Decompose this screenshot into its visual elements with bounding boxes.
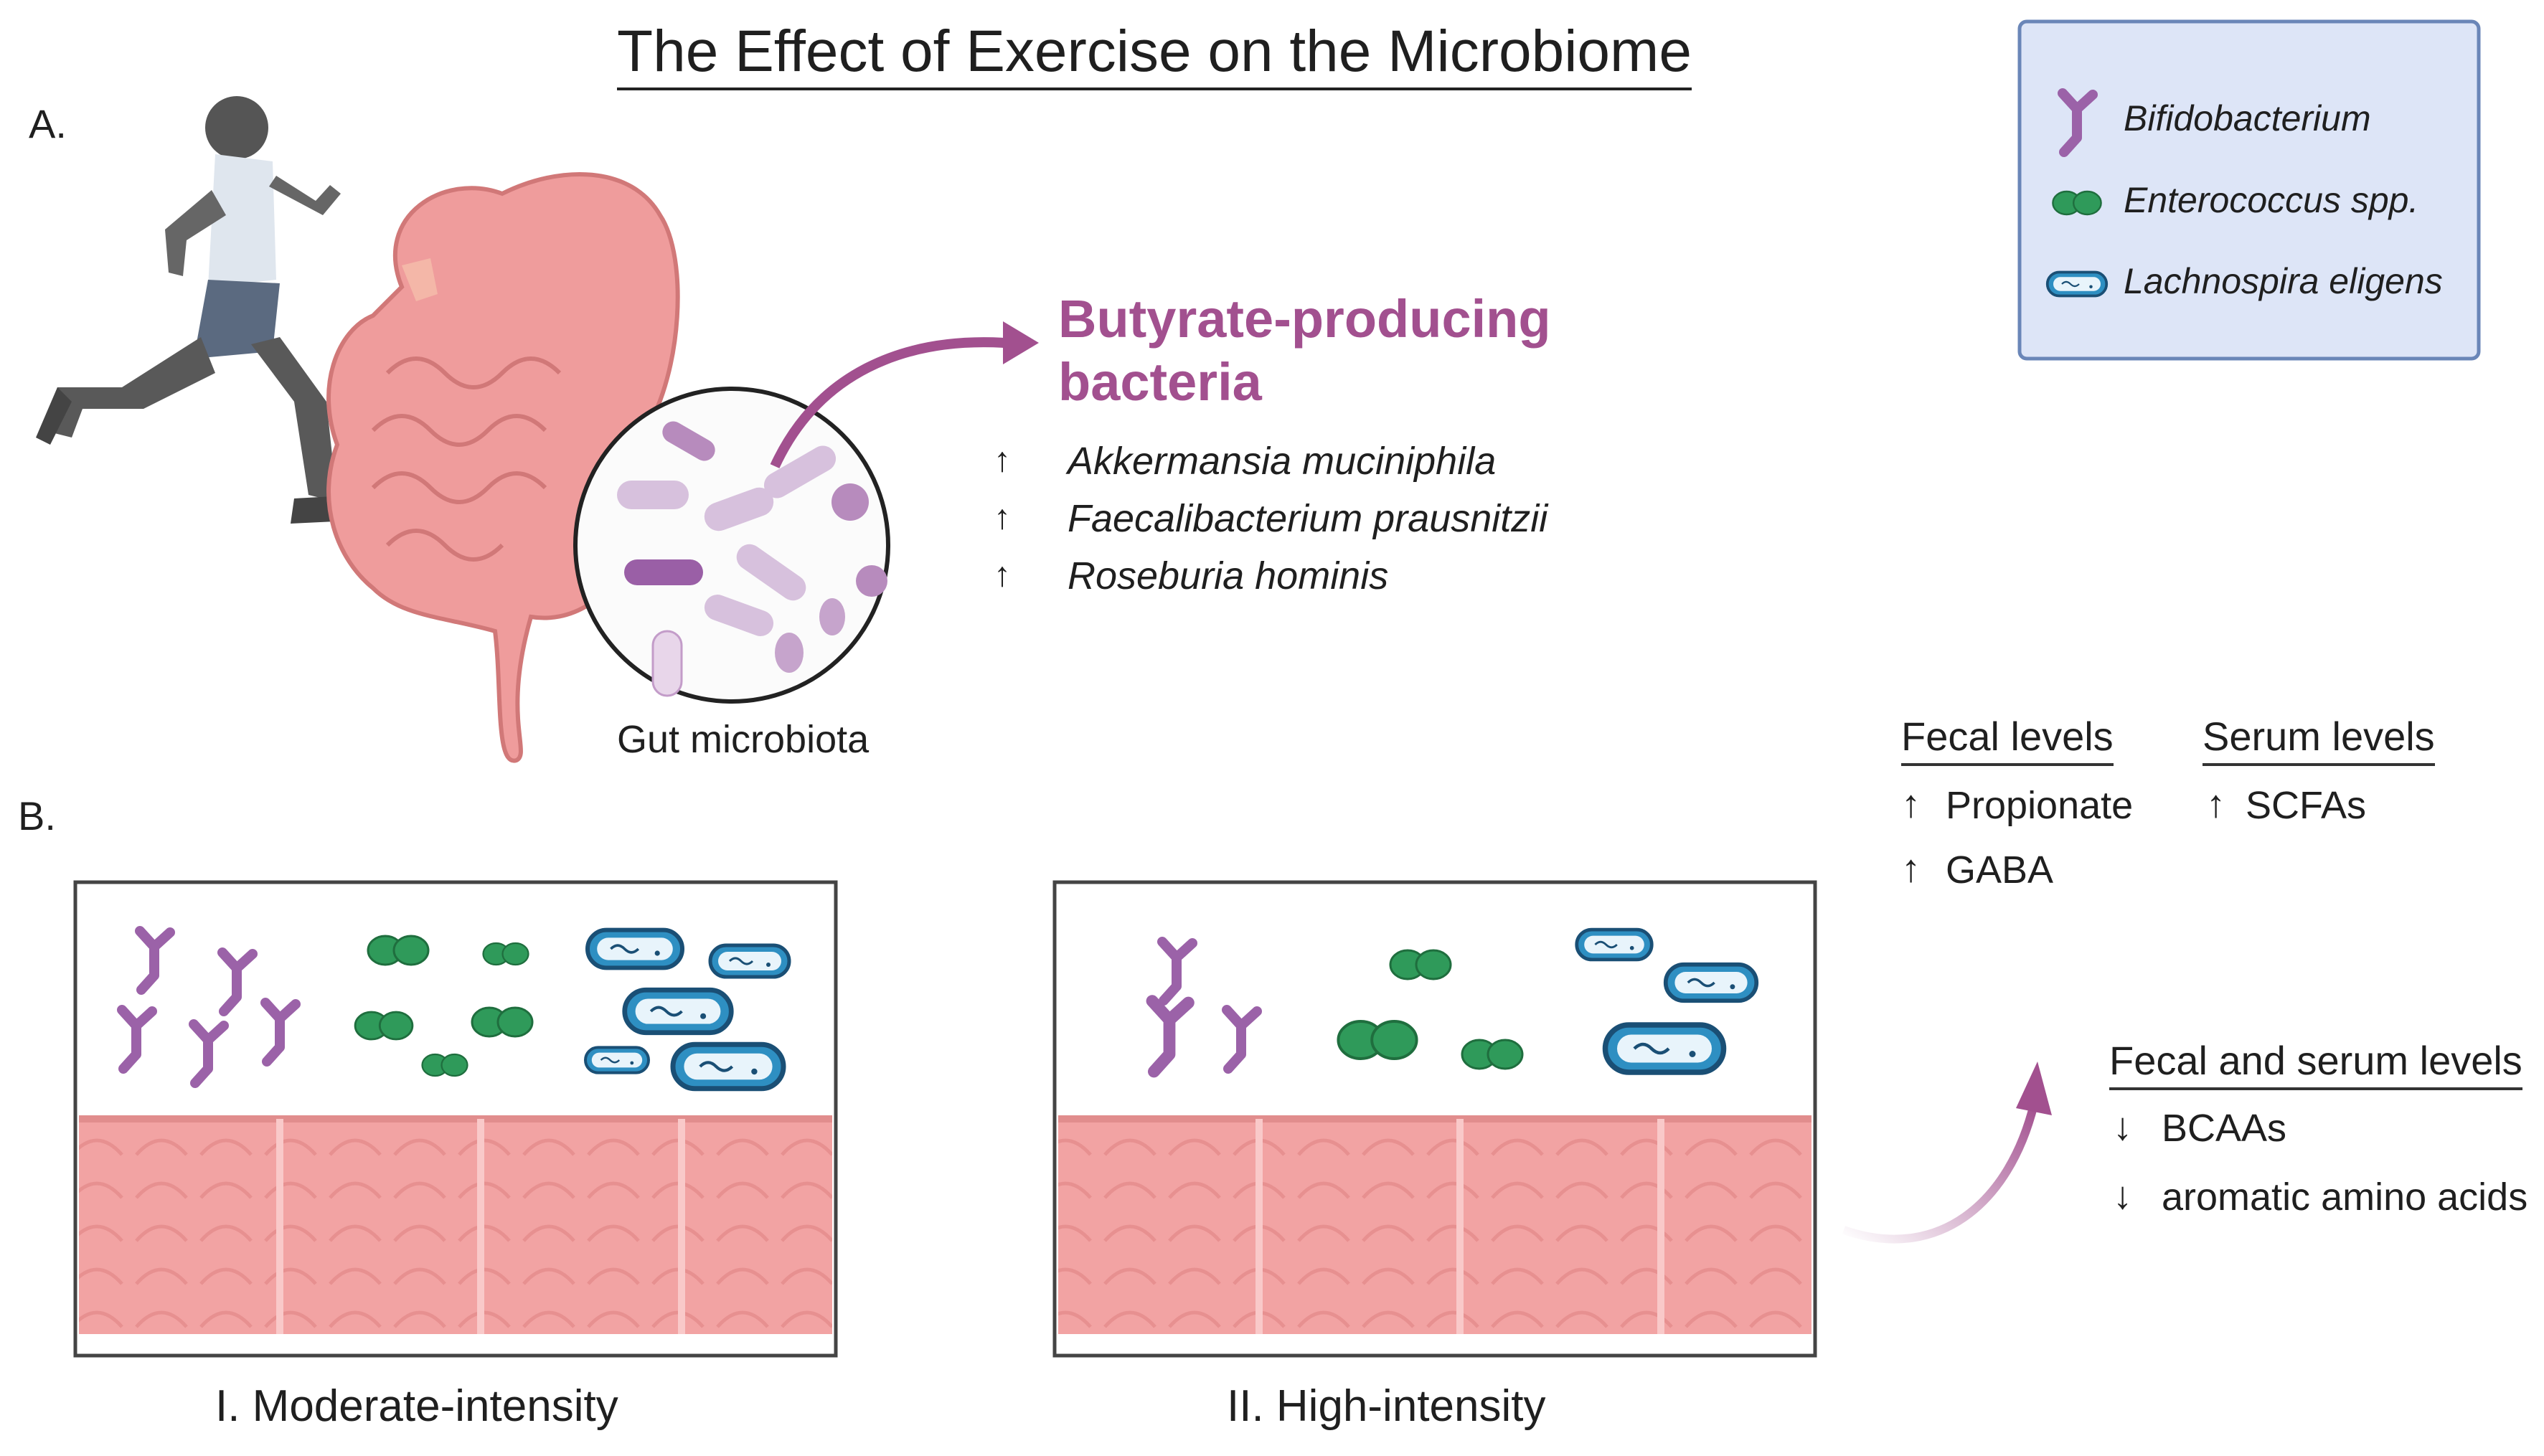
serum-item: SCFAs xyxy=(2246,784,2367,827)
legend-label-lachnospira: Lachnospira eligens xyxy=(2124,261,2443,301)
fecal-serum-levels-header: Fecal and serum levels xyxy=(2109,1034,2522,1090)
butyrate-heading-line1: Butyrate-producing xyxy=(1058,289,1551,349)
legend-label-bifidobacterium: Bifidobacterium xyxy=(2124,98,2371,138)
fecal-serum-item: aromatic amino acids xyxy=(2162,1176,2528,1219)
lachnospira-icon xyxy=(2045,270,2109,298)
up-arrow-icon: ↑ xyxy=(1901,847,1921,890)
legend-box xyxy=(2017,19,2481,361)
fecal-item: Propionate xyxy=(1946,784,2134,827)
fecal-levels-header: Fecal levels xyxy=(1901,710,2114,766)
intestine-illustration xyxy=(326,172,680,763)
down-arrow-icon: ↓ xyxy=(2113,1105,2132,1148)
high-intensity-panel xyxy=(1052,880,1817,1358)
bacteria-name: Akkermansia muciniphila xyxy=(1068,440,1497,483)
legend-label-enterococcus: Enterococcus spp. xyxy=(2124,180,2419,220)
bacteria-name: Faecalibacterium prausnitzii xyxy=(1068,497,1548,540)
butyrate-arrow xyxy=(770,337,1005,468)
fecal-serum-item: BCAAs xyxy=(2162,1107,2287,1150)
down-arrow-icon: ↓ xyxy=(2113,1174,2132,1217)
microbiota-magnifier xyxy=(573,387,890,704)
metabolite-arrow xyxy=(1842,1103,2038,1244)
runner-figure xyxy=(36,96,366,524)
serum-levels-header: Serum levels xyxy=(2203,710,2435,766)
high-intensity-caption: II. High-intensity xyxy=(1227,1381,1546,1431)
bacteria-name: Roseburia hominis xyxy=(1068,554,1389,597)
up-arrow-icon: ↑ xyxy=(994,498,1011,536)
up-arrow-icon: ↑ xyxy=(2206,783,2225,826)
up-arrow-icon: ↑ xyxy=(994,441,1011,479)
diagram-title: The Effect of Exercise on the Microbiome xyxy=(617,16,1692,90)
up-arrow-icon: ↑ xyxy=(994,556,1011,594)
gut-microbiota-label: Gut microbiota xyxy=(617,718,870,761)
enterococcus-icon xyxy=(2052,190,2102,216)
moderate-intensity-caption: I. Moderate-intensity xyxy=(215,1381,618,1431)
butyrate-heading-line2: bacteria xyxy=(1058,352,1262,412)
panel-b-label: B. xyxy=(18,793,56,838)
fecal-item: GABA xyxy=(1946,848,2054,892)
panel-a-label: A. xyxy=(29,101,67,146)
moderate-intensity-panel xyxy=(73,880,838,1358)
up-arrow-icon: ↑ xyxy=(1901,783,1921,826)
